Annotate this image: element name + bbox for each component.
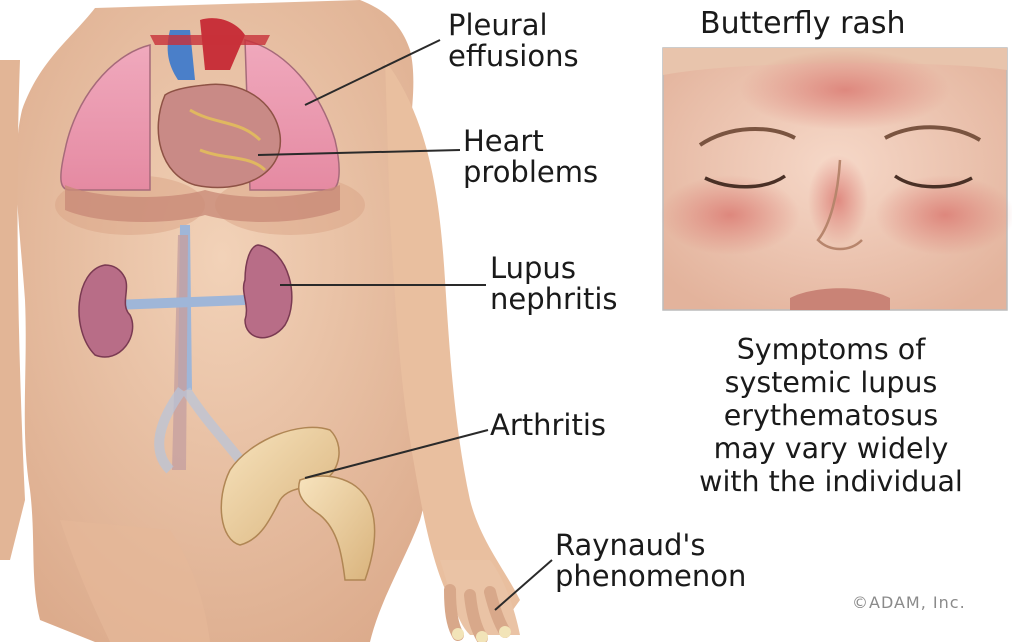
label-line: Arthritis	[490, 410, 606, 441]
butterfly-rash-title: Butterfly rash	[700, 8, 905, 39]
label-heart-problems: Heart problems	[463, 126, 598, 188]
label-line: problems	[463, 157, 598, 188]
label-line: Lupus	[490, 253, 618, 284]
label-raynauds-phenomenon: Raynaud's phenomenon	[555, 530, 746, 592]
label-line: Pleural	[448, 10, 579, 41]
summary-caption: Symptoms of systemic lupus erythematosus…	[655, 333, 1007, 498]
caption-line: may vary widely	[655, 432, 1007, 465]
label-lupus-nephritis: Lupus nephritis	[490, 253, 618, 315]
label-pleural-effusions: Pleural effusions	[448, 10, 579, 72]
label-line: effusions	[448, 41, 579, 72]
heart	[150, 18, 280, 187]
caption-line: Symptoms of	[655, 333, 1007, 366]
label-line: phenomenon	[555, 561, 746, 592]
label-line: Raynaud's	[555, 530, 746, 561]
label-line: Heart	[463, 126, 598, 157]
label-arthritis: Arthritis	[490, 410, 606, 441]
caption-line: erythematosus	[655, 399, 1007, 432]
caption-line: with the individual	[655, 465, 1007, 498]
face-photo	[660, 48, 1012, 310]
caption-line: systemic lupus	[655, 366, 1007, 399]
copyright-notice: ©ADAM, Inc.	[852, 593, 966, 612]
label-line: nephritis	[490, 284, 618, 315]
